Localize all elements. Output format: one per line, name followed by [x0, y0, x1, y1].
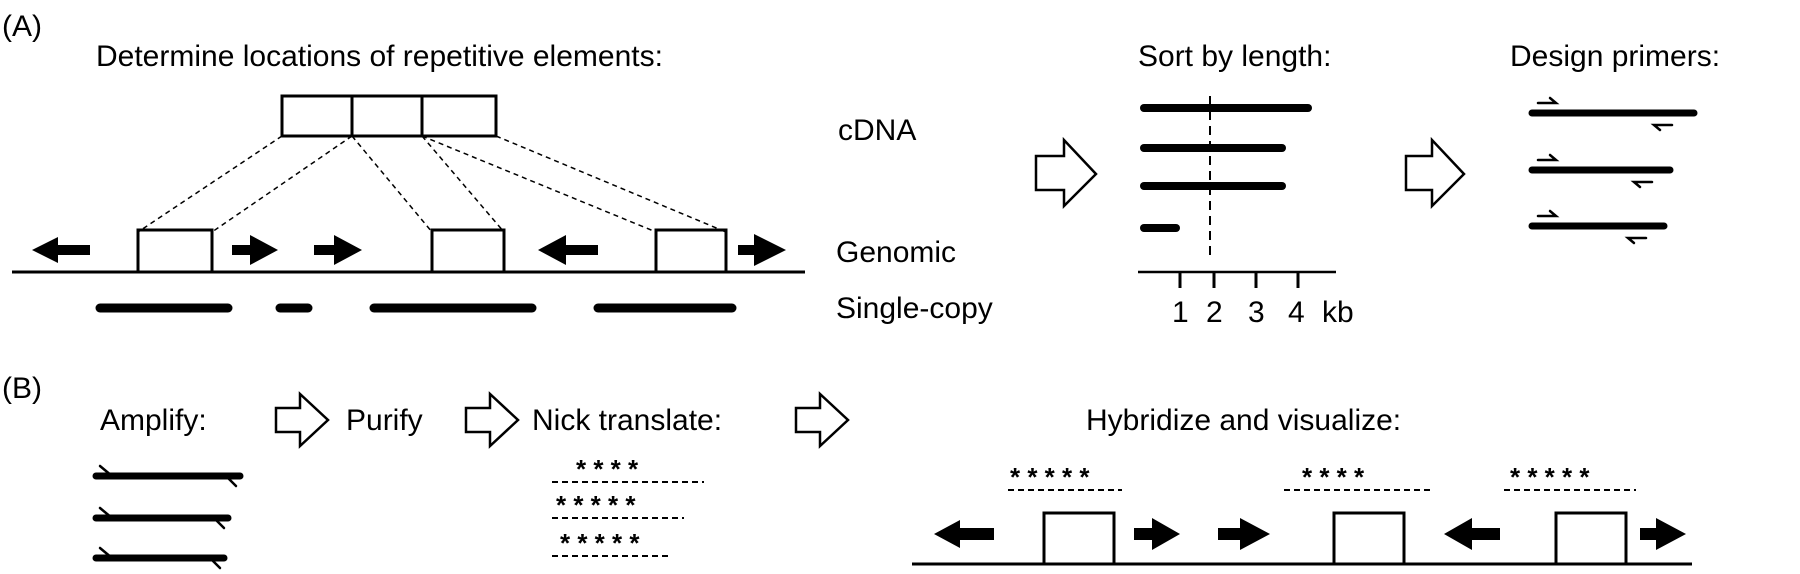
right-arrow-icon	[1134, 518, 1180, 550]
step-arrow-icon	[1034, 136, 1098, 210]
primer-pair	[1528, 96, 1698, 132]
hybridize-label: Hybridize and visualize:	[1086, 404, 1401, 437]
probe-stars: * * * * *	[1510, 462, 1590, 492]
axis-tick-label: 1	[1172, 296, 1189, 329]
genomic-repeat-box	[654, 228, 728, 274]
axis-unit-label: kb	[1322, 296, 1354, 329]
genomic-repeat-box	[430, 228, 506, 274]
probe-stars: * * * * *	[1010, 462, 1090, 492]
amplicon	[92, 546, 228, 570]
primer-pair	[1528, 209, 1668, 245]
genomic-repeat-box	[1332, 511, 1406, 566]
genomic-repeat-box	[1042, 511, 1116, 566]
axis-tick-label: 4	[1288, 296, 1305, 329]
panel-a-title: Determine locations of repetitive elemen…	[96, 40, 663, 73]
cdna-repeat-boxes	[280, 94, 498, 138]
genomic-label: Genomic	[836, 236, 956, 269]
amplicon	[92, 506, 232, 530]
left-arrow-icon	[32, 237, 90, 263]
step-arrow-icon	[1404, 136, 1466, 210]
right-arrow-icon	[1218, 518, 1270, 550]
step-arrow-icon	[794, 391, 850, 449]
left-arrow-icon	[538, 235, 598, 265]
label-stars: * * * * *	[560, 528, 640, 558]
left-arrow-icon	[1444, 518, 1500, 550]
right-arrow-icon	[738, 234, 786, 266]
step-arrow-icon	[464, 391, 520, 449]
probe-stars: * * * *	[1302, 462, 1365, 492]
right-arrow-icon	[314, 235, 362, 265]
label-stars: * * * * *	[556, 490, 636, 520]
left-arrow-icon	[934, 520, 994, 548]
axis-tick-label: 2	[1206, 296, 1223, 329]
nick-translate-label: Nick translate:	[532, 404, 722, 437]
label-stars: * * * *	[576, 454, 639, 484]
amplicon	[92, 464, 244, 488]
cdna-label: cDNA	[838, 114, 916, 147]
genomic-repeat-box	[1554, 511, 1628, 566]
axis-tick-label: 3	[1248, 296, 1265, 329]
step-arrow-icon	[274, 391, 330, 449]
right-arrow-icon	[232, 235, 278, 265]
primer-pair	[1528, 153, 1674, 189]
primers-title: Design primers:	[1510, 40, 1720, 73]
purify-label: Purify	[346, 404, 423, 437]
sort-title: Sort by length:	[1138, 40, 1331, 73]
single-copy-label: Single-copy	[836, 292, 993, 325]
amplify-label: Amplify:	[100, 404, 207, 437]
panel-a-label: (A)	[2, 10, 42, 43]
panel-b-label: (B)	[2, 372, 42, 405]
right-arrow-icon	[1640, 518, 1686, 550]
mapping-lines	[137, 135, 727, 233]
genomic-repeat-box	[136, 228, 214, 274]
